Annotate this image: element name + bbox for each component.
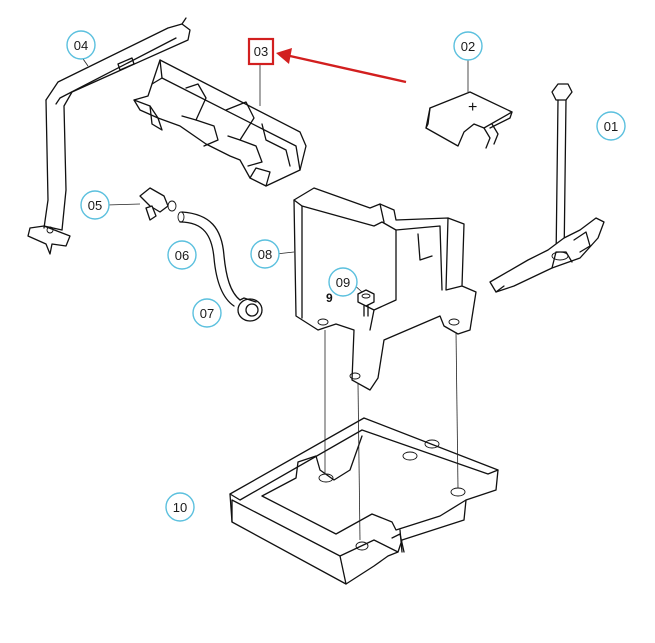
callout-10-label: 10 [173, 500, 187, 515]
part-08-frame-drawing: 9 [293, 187, 477, 391]
part-09-bolt-drawing [357, 289, 375, 317]
part-03-cover-drawing [133, 59, 307, 187]
callout-08[interactable]: 08 [250, 239, 280, 269]
callout-06[interactable]: 06 [167, 240, 197, 270]
callout-02[interactable]: 02 [453, 31, 483, 61]
part-06-hose-drawing [177, 211, 241, 307]
callout-05-label: 05 [88, 198, 102, 213]
callout-01[interactable]: 01 [596, 111, 626, 141]
part-02-terminal-cover-drawing: + [425, 91, 513, 149]
callout-07-label: 07 [200, 306, 214, 321]
callout-09[interactable]: 09 [328, 267, 358, 297]
part-04-bracket-drawing [27, 17, 191, 255]
callout-07[interactable]: 07 [192, 298, 222, 328]
nine-mark: 9 [326, 291, 333, 305]
callout-08-label: 08 [258, 247, 272, 262]
callout-04[interactable]: 04 [66, 30, 96, 60]
part-07-grommet-drawing [237, 297, 263, 322]
assembly-guide-lines [324, 330, 459, 541]
highlight-arrow [276, 48, 407, 84]
callout-06-label: 06 [175, 248, 189, 263]
callout-09-label: 09 [336, 275, 350, 290]
part-10-tray-drawing [229, 417, 499, 585]
callout-04-label: 04 [74, 38, 88, 53]
part-05-elbow-fitting-drawing [139, 187, 177, 221]
callout-03-label: 03 [254, 44, 268, 59]
callout-10[interactable]: 10 [165, 492, 195, 522]
callout-01-label: 01 [604, 119, 618, 134]
callout-05[interactable]: 05 [80, 190, 110, 220]
part-01-clamp-bolt-drawing [489, 83, 605, 293]
plus-sign-mark: + [468, 99, 477, 116]
callout-02-label: 02 [461, 39, 475, 54]
callout-03[interactable]: 03 [247, 37, 275, 66]
